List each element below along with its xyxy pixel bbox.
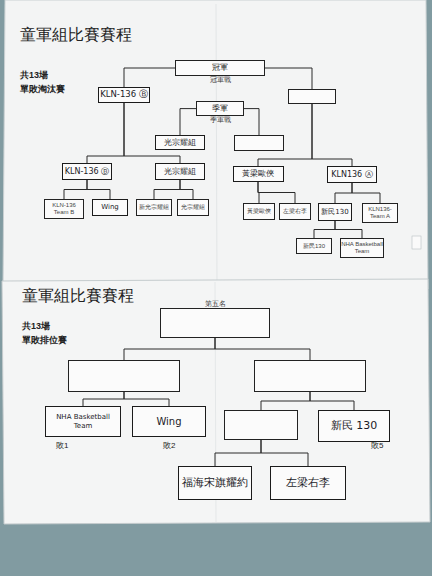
team-name: Wing xyxy=(101,203,119,211)
bracket-line xyxy=(335,183,352,203)
team-name: 光宗耀組 xyxy=(164,138,196,147)
team-name: 光宗耀組 xyxy=(164,167,196,176)
bracket-line xyxy=(180,109,196,135)
bracket-box: 左梁右李 xyxy=(279,203,311,220)
team-name: 福海宋旗耀約 xyxy=(182,477,248,490)
bracket-line xyxy=(87,180,110,199)
bracket-line xyxy=(258,182,295,203)
bracket-box: 冠軍冠軍戰 xyxy=(175,60,265,76)
bracket-line xyxy=(335,221,362,238)
bracket-box: KLN-136 Ⓑ xyxy=(62,163,112,180)
bracket-line xyxy=(124,338,215,360)
team-name: Wing xyxy=(156,416,181,428)
bracket-line xyxy=(310,392,354,410)
team-name: 新光宗耀組 xyxy=(139,204,169,211)
team-name: KLN136 Ⓐ xyxy=(331,170,373,179)
bracket-line xyxy=(215,338,310,360)
round-label: 冠軍戰 xyxy=(210,76,231,84)
team-name: KLN-136 Ⓑ xyxy=(65,167,109,176)
bracket-box: KLN136- Team A xyxy=(362,203,398,223)
bracket-line xyxy=(265,68,312,89)
bracket-box: KLN-136 Ⓑ xyxy=(98,87,150,103)
loser-tag: 敗2 xyxy=(163,441,175,450)
empty-bracket-box xyxy=(254,360,366,392)
sheet-title: 童軍組比賽賽程 xyxy=(20,26,132,44)
team-name: NHA Basketball Team xyxy=(46,413,120,429)
bracket-box: 光宗耀組 xyxy=(177,199,209,216)
bracket-box: 新民130 xyxy=(296,238,332,254)
empty-bracket-box xyxy=(68,360,180,392)
team-name: 黃梁歐俠 xyxy=(242,169,274,178)
team-name: 左梁右李 xyxy=(286,477,330,490)
bracket-line xyxy=(312,104,352,166)
bracket-box: KLN136 Ⓐ xyxy=(327,166,377,183)
team-name: KLN-136 Ⓑ xyxy=(100,90,148,100)
bracket-box: NHA Basketball Team xyxy=(340,238,384,258)
bracket-line xyxy=(261,440,308,466)
bracket-box: Wing xyxy=(132,406,206,437)
team-name: 左梁右李 xyxy=(283,208,307,215)
format-note: 單敗淘汰賽 xyxy=(20,84,65,94)
sheet-title: 童軍組比賽賽程 xyxy=(22,287,134,305)
bracket-line xyxy=(87,103,124,163)
team-name: 新民130 xyxy=(303,243,325,250)
empty-bracket-box xyxy=(224,410,298,440)
paper-seam xyxy=(216,4,217,286)
format-note: 共13場 xyxy=(20,70,48,80)
round-label: 第五名 xyxy=(205,300,226,308)
bracket-line xyxy=(64,180,87,199)
format-note: 單敗排位賽 xyxy=(22,335,67,345)
bracket-box: 新光宗耀組 xyxy=(136,199,172,216)
bracket-box: 福海宋旗耀約 xyxy=(178,466,252,500)
bracket-line xyxy=(215,440,261,466)
team-name: 新民130 xyxy=(321,208,348,216)
bracket-line xyxy=(244,109,259,135)
team-name: KLN136- Team A xyxy=(363,206,397,220)
bracket-box: 黃梁歐俠 xyxy=(233,166,284,182)
bracket-line xyxy=(83,392,124,406)
bracket-box: 左梁右李 xyxy=(270,466,346,500)
bracket-box: Wing xyxy=(92,199,128,216)
team-name: 黃梁歐俠 xyxy=(247,208,271,215)
bracket-box: 季軍季軍戰 xyxy=(196,101,244,116)
format-note: 共13場 xyxy=(22,321,50,331)
bracket-box: 黃梁歐俠 xyxy=(243,203,275,220)
bracket-box: 新民 130 xyxy=(318,410,390,442)
team-name: 新民 130 xyxy=(331,420,378,433)
bracket-box: 光宗耀組 xyxy=(155,163,205,180)
bracket-box: 光宗耀組 xyxy=(155,135,205,150)
loser-tag: 敗1 xyxy=(56,441,68,450)
paper-sheet xyxy=(2,279,430,524)
bracket-line xyxy=(154,180,180,199)
bracket-line xyxy=(314,221,335,238)
bracket-box: NHA Basketball Team xyxy=(45,406,121,437)
bracket-line xyxy=(124,103,180,163)
paper-sheet xyxy=(3,0,428,289)
empty-bracket-box xyxy=(288,89,336,104)
team-name: 季軍 xyxy=(212,104,228,113)
bracket-line xyxy=(124,68,175,87)
team-name: KLN-136 Team B xyxy=(45,202,83,216)
bracket-box: 新民130 xyxy=(318,203,352,221)
bracket-line xyxy=(261,392,310,410)
loser-tag: 敗5 xyxy=(371,441,383,450)
team-name: NHA Basketball Team xyxy=(341,241,383,255)
team-name: 冠軍 xyxy=(212,63,228,72)
bracket-box: 第五名 xyxy=(160,308,270,338)
paper-tab xyxy=(412,236,421,249)
bracket-line xyxy=(124,392,169,406)
bracket-line xyxy=(180,180,193,199)
team-name: 光宗耀組 xyxy=(181,204,205,211)
empty-bracket-box xyxy=(234,135,284,151)
bracket-line xyxy=(352,183,380,203)
bracket-box: KLN-136 Team B xyxy=(44,199,84,219)
round-label: 季軍戰 xyxy=(210,116,231,124)
